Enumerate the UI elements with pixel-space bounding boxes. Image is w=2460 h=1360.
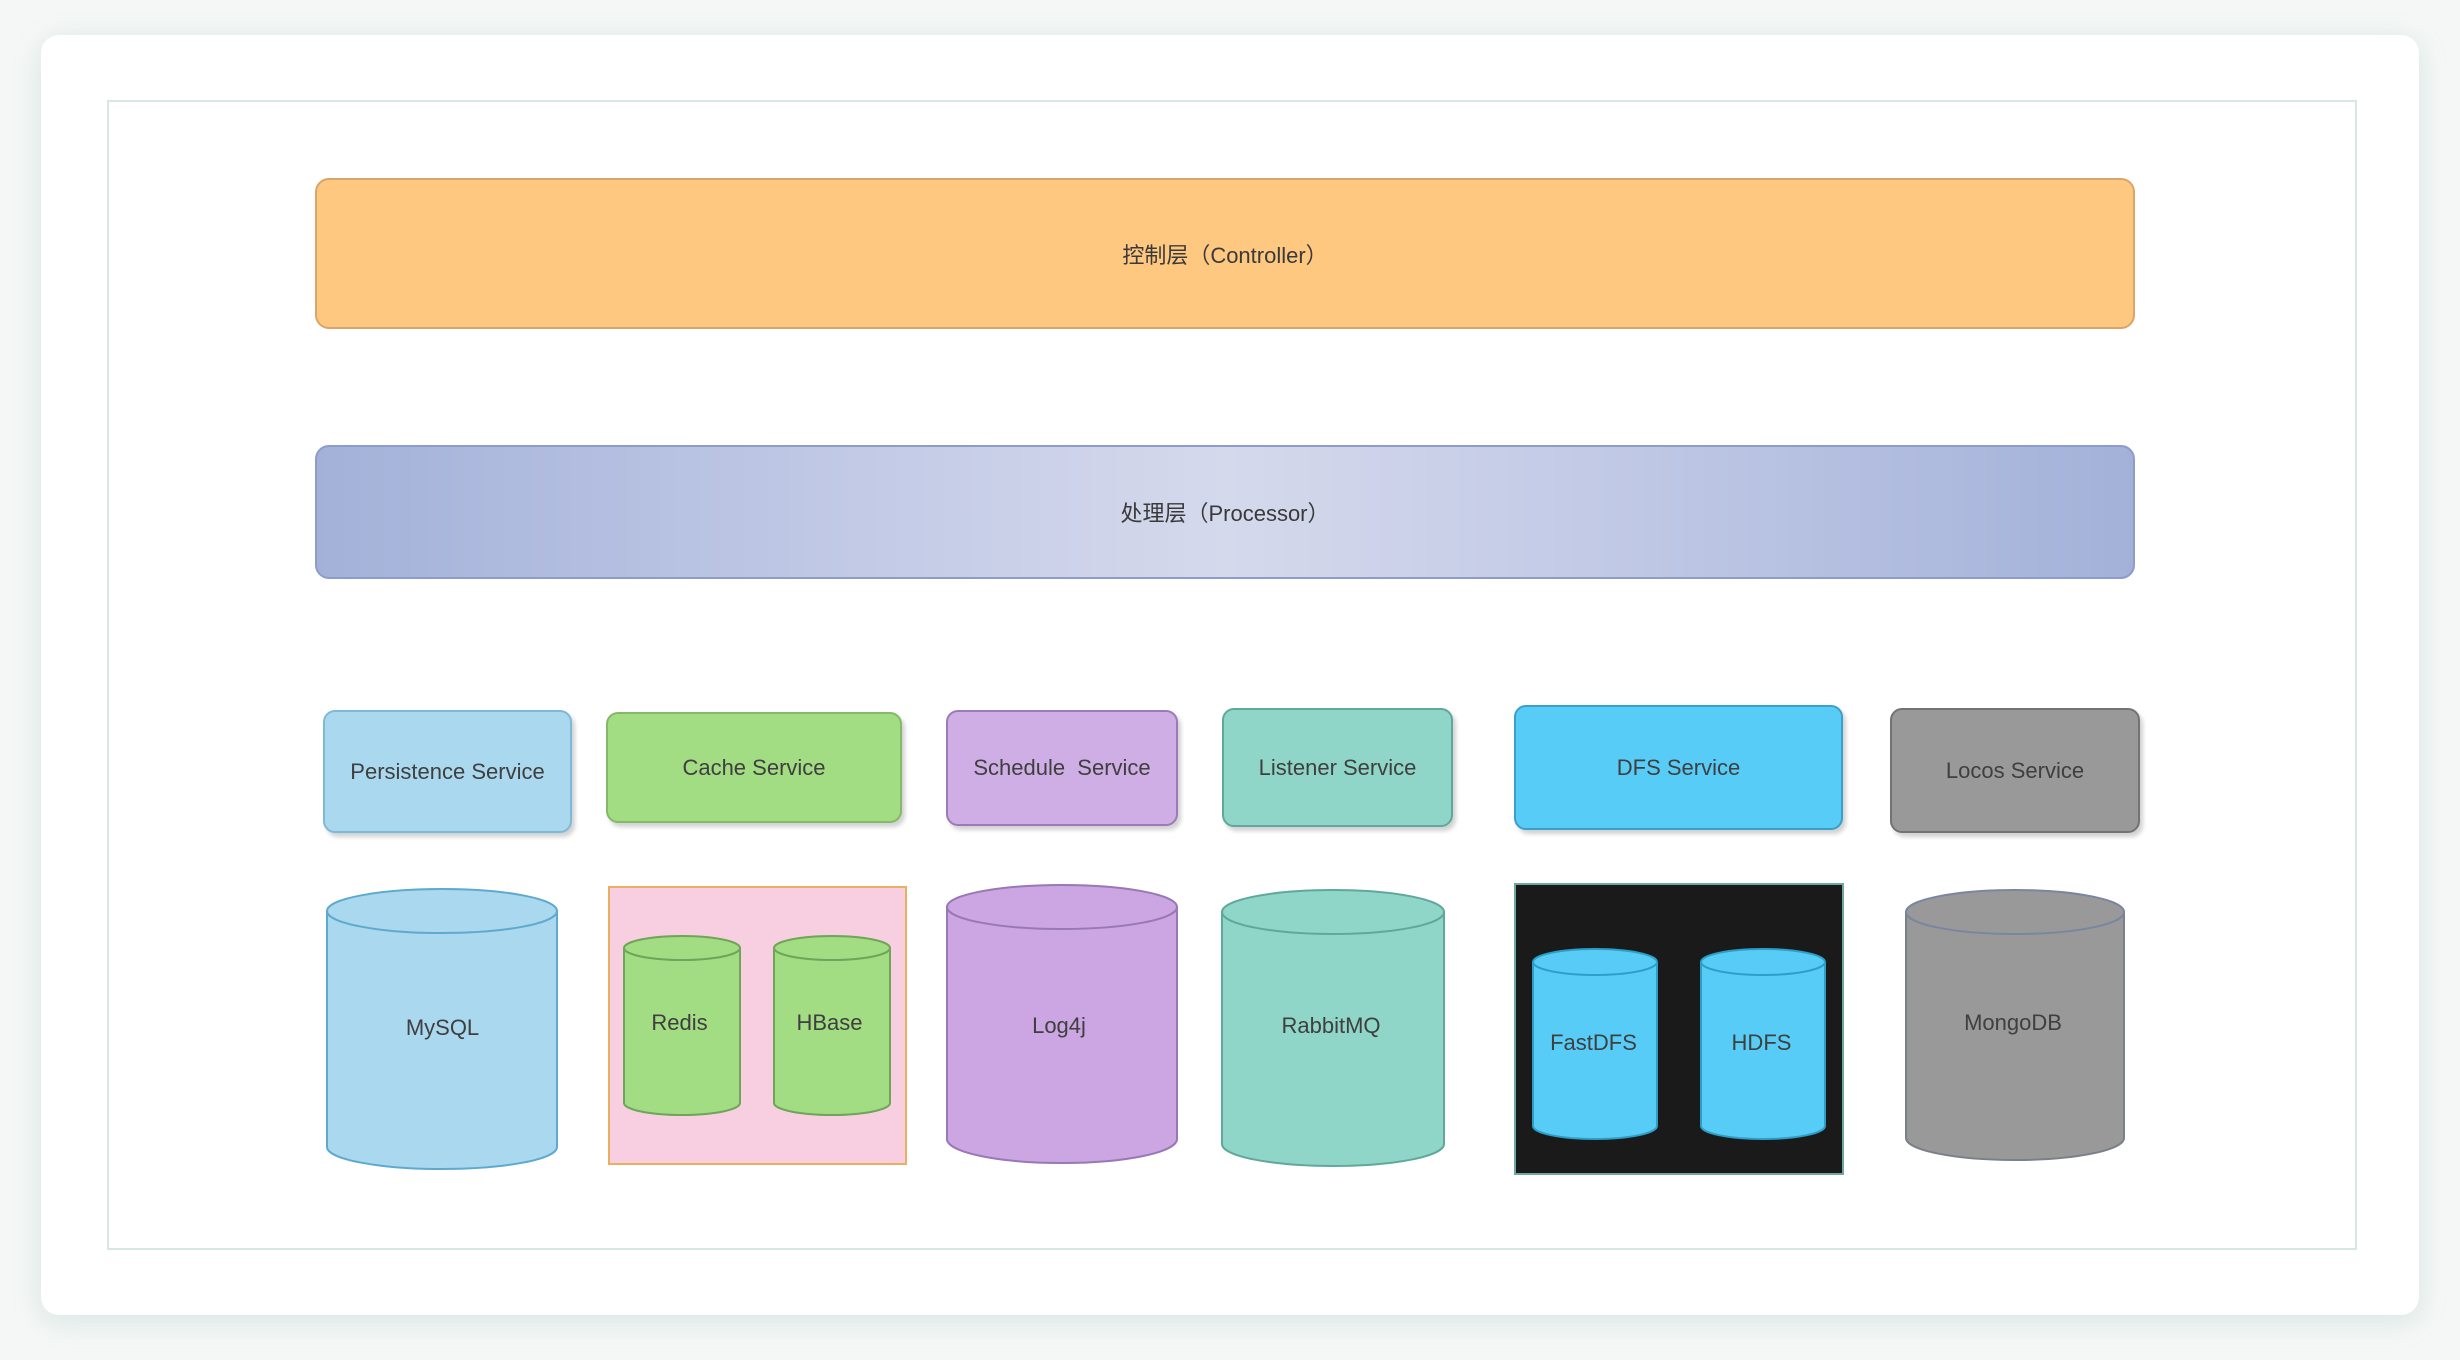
dfs-service-label: DFS Service: [1616, 754, 1741, 780]
processor-layer-label: 处理层（Processor）: [1120, 501, 1330, 526]
mongodb-label: MongoDB: [1964, 1009, 2062, 1035]
hdfs-cylinder: [1700, 948, 1826, 1140]
mysql-cylinder: [326, 888, 558, 1170]
redis-label: Redis: [651, 1009, 708, 1035]
schedule-service-box: Schedule Service: [946, 710, 1178, 826]
redis-cylinder: [623, 935, 741, 1116]
mysql-label: MySQL: [405, 1014, 480, 1040]
locos-service-label: Locos Service: [1945, 757, 2085, 783]
cache-service-label: Cache Service: [682, 754, 826, 780]
cache-service-box: Cache Service: [606, 712, 902, 823]
rabbitmq-cylinder: [1221, 889, 1445, 1167]
controller-layer: 控制层（Controller）: [315, 178, 2135, 329]
fastdfs-label: FastDFS: [1550, 1029, 1637, 1055]
log4j-cylinder: [946, 884, 1178, 1164]
locos-service-box: Locos Service: [1890, 708, 2140, 833]
hbase-label: HBase: [796, 1009, 863, 1035]
rabbitmq-label: RabbitMQ: [1281, 1012, 1381, 1038]
processor-layer: 处理层（Processor）: [315, 445, 2135, 579]
controller-layer-label: 控制层（Controller）: [1122, 242, 1328, 268]
schedule-service-label: Schedule Service: [973, 755, 1151, 780]
hdfs-label: HDFS: [1731, 1029, 1792, 1055]
dfs-service-box: DFS Service: [1514, 705, 1843, 830]
mongodb-cylinder: [1905, 889, 2125, 1161]
fastdfs-cylinder: [1532, 948, 1658, 1140]
log4j-label: Log4j: [1032, 1012, 1086, 1038]
persistence-service-box: Persistence Service: [323, 710, 572, 833]
listener-service-box: Listener Service: [1222, 708, 1453, 827]
persistence-service-label: Persistence Service: [350, 758, 545, 784]
listener-service-label: Listener Service: [1258, 754, 1417, 780]
hbase-cylinder: [773, 935, 891, 1116]
